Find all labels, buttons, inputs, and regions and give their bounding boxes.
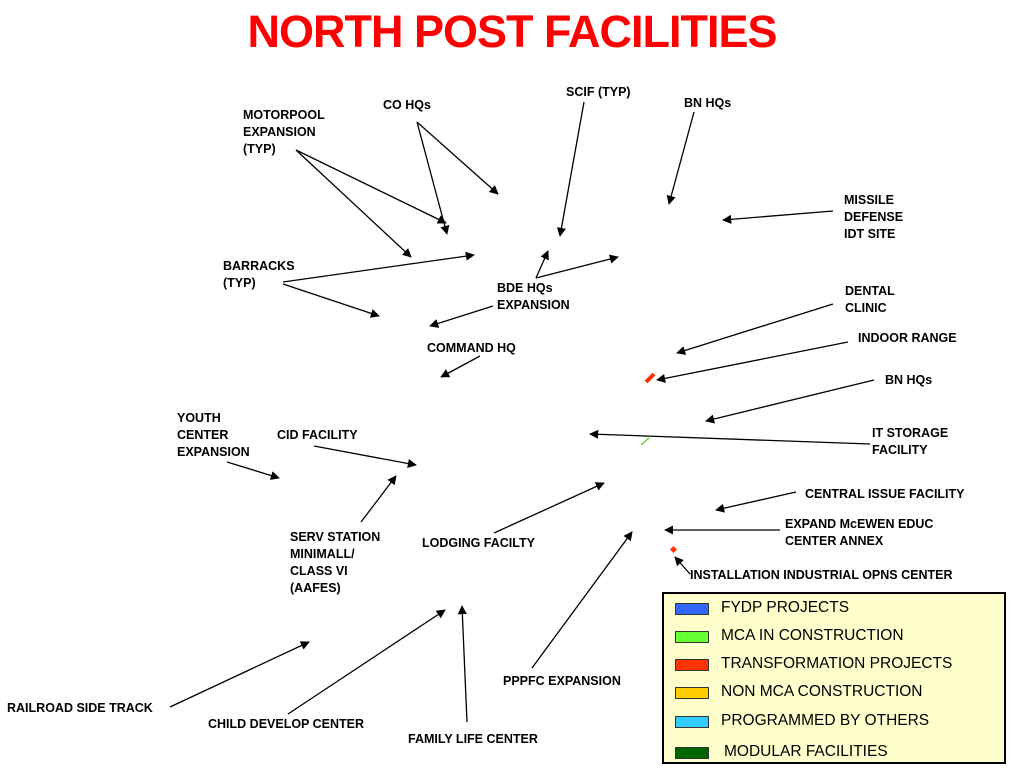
legend-label: MODULAR FACILITIES <box>724 743 888 760</box>
arrow-co-hqs-1 <box>416 121 499 195</box>
arrow-bn-hqs-top <box>666 111 695 205</box>
label-command-hq: COMMAND HQ <box>427 341 516 355</box>
legend-item-programmed: PROGRAMMED BY OTHERS <box>664 711 1004 731</box>
label-dental: DENTAL CLINIC <box>845 284 895 315</box>
arrow-railroad <box>169 641 310 708</box>
label-bde-hqs: BDE HQs EXPANSION <box>497 281 570 312</box>
arrow-youth <box>226 461 280 480</box>
arrow-bn-hqs-mid <box>705 379 875 424</box>
arrow-scif <box>556 101 585 237</box>
arrow-dental <box>676 303 834 355</box>
legend-item-modular: MODULAR FACILITIES <box>664 742 1004 762</box>
arrow-central-issue <box>715 491 797 513</box>
page-title: NORTH POST FACILITIES <box>247 6 777 57</box>
label-it-storage: IT STORAGE FACILITY <box>872 426 949 457</box>
legend-swatch <box>675 659 709 671</box>
legend-swatch <box>675 687 709 699</box>
it-storage-marker <box>640 437 650 446</box>
label-installation: INSTALLATION INDUSTRIAL OPNS CENTER <box>690 568 953 582</box>
label-family: FAMILY LIFE CENTER <box>408 732 538 746</box>
label-pppfc: PPPFC EXPANSION <box>503 674 621 688</box>
arrow-bde-1 <box>535 250 549 279</box>
legend-swatch <box>675 716 709 728</box>
arrow-it-storage <box>589 429 871 445</box>
label-central-issue: CENTRAL ISSUE FACILITY <box>805 487 965 501</box>
arrow-family <box>457 605 468 723</box>
legend-item-mca: MCA IN CONSTRUCTION <box>664 626 1004 646</box>
label-lodging: LODGING FACILTY <box>422 536 535 550</box>
arrow-child <box>287 609 446 715</box>
arrow-bde-3 <box>429 305 494 328</box>
legend-label: NON MCA CONSTRUCTION <box>721 683 923 700</box>
legend: FYDP PROJECTS MCA IN CONSTRUCTION TRANSF… <box>662 592 1006 764</box>
legend-swatch <box>675 631 709 643</box>
installation-marker <box>669 545 678 554</box>
legend-swatch <box>675 603 709 615</box>
label-serv-station: SERV STATION MINIMALL/ CLASS VI (AAFES) <box>290 530 381 595</box>
arrow-serv-station <box>360 475 397 523</box>
arrow-pppfc <box>531 531 633 669</box>
label-scif: SCIF (TYP) <box>566 85 631 99</box>
legend-swatch <box>675 747 709 759</box>
label-youth: YOUTH CENTER EXPANSION <box>177 411 250 459</box>
arrow-installation <box>674 556 691 575</box>
legend-label: FYDP PROJECTS <box>721 599 850 616</box>
arrow-lodging <box>493 482 605 534</box>
legend-item-non-mca: NON MCA CONSTRUCTION <box>664 682 1004 702</box>
arrow-command-hq <box>440 355 481 378</box>
arrow-bde-2 <box>535 254 619 279</box>
legend-item-transformation: TRANSFORMATION PROJECTS <box>664 654 1004 674</box>
indoor-range-marker <box>644 372 656 384</box>
arrow-co-hqs-2 <box>416 121 450 235</box>
label-railroad: RAILROAD SIDE TRACK <box>7 701 153 715</box>
label-child: CHILD DEVELOP CENTER <box>208 717 365 731</box>
arrow-cid <box>313 445 417 468</box>
legend-item-fydp: FYDP PROJECTS <box>664 598 1004 618</box>
label-co-hqs: CO HQs <box>383 98 431 112</box>
legend-label: TRANSFORMATION PROJECTS <box>721 655 953 672</box>
label-bn-hqs-mid: BN HQs <box>885 373 933 387</box>
label-barracks: BARRACKS (TYP) <box>223 259 295 290</box>
arrow-motorpool-1 <box>295 149 447 224</box>
arrow-indoor-range <box>656 341 849 383</box>
label-cid: CID FACILITY <box>277 428 358 442</box>
arrow-barracks-1 <box>282 251 475 283</box>
label-expand-mcewen: EXPAND McEWEN EDUC CENTER ANNEX <box>785 517 934 548</box>
legend-label: PROGRAMMED BY OTHERS <box>721 712 930 729</box>
label-indoor-range: INDOOR RANGE <box>858 331 957 345</box>
label-motorpool: MOTORPOOL EXPANSION (TYP) <box>243 108 325 156</box>
label-bn-hqs-top: BN HQs <box>684 96 732 110</box>
arrow-barracks-2 <box>282 283 380 318</box>
arrow-motorpool-2 <box>295 149 412 258</box>
legend-label: MCA IN CONSTRUCTION <box>721 627 904 644</box>
arrow-missile <box>722 210 834 224</box>
label-missile: MISSILE DEFENSE IDT SITE <box>844 193 904 241</box>
